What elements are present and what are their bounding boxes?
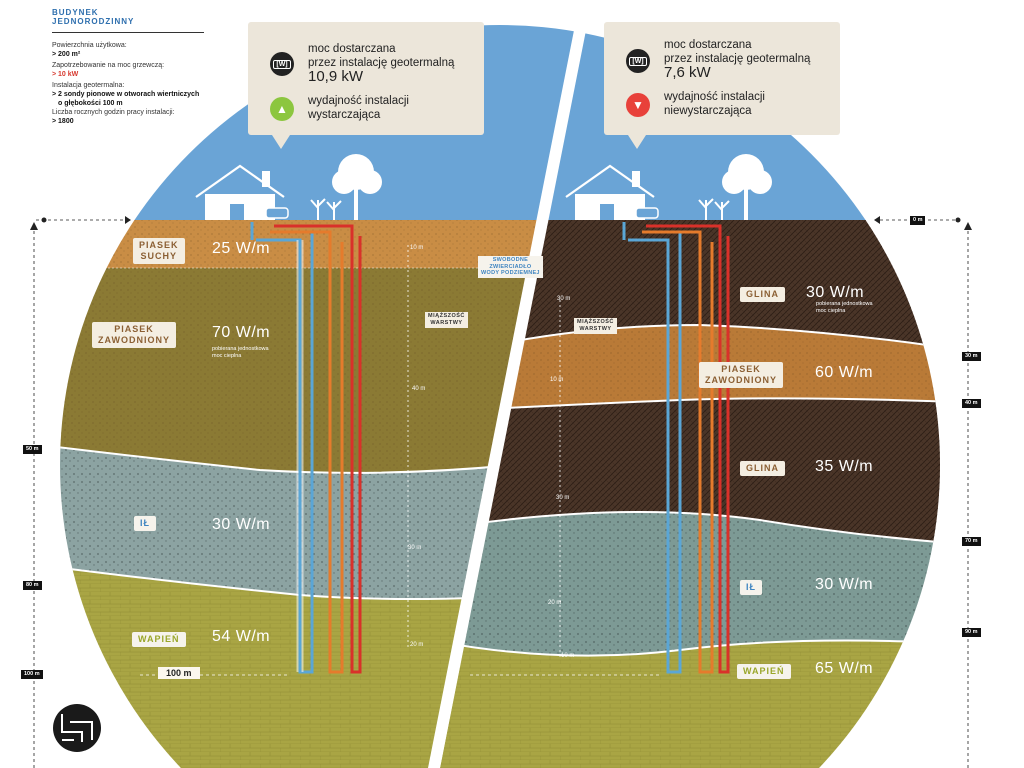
distance-label: 100 m [158, 667, 200, 679]
building-info-panel: BUDYNEK JEDNORODZINNY Powierzchnia użytk… [52, 8, 212, 128]
right-probes [622, 222, 730, 674]
power-clay-top: 30 W/m [806, 284, 865, 301]
power-limestone-right: 65 W/m [815, 660, 874, 677]
power-wet-sand-right: 60 W/m [815, 364, 874, 381]
thumbs-down-icon: ▼ [626, 93, 650, 117]
thickness-mark: 30 m [408, 545, 422, 551]
area-value: > 200 m² [52, 51, 81, 58]
depth-badge: 90 m [962, 628, 981, 637]
right-car-icon [635, 207, 659, 219]
power-icon: [W] [270, 52, 294, 76]
depth-badge: 30 m [962, 352, 981, 361]
layer-tag-dry-sand: PIASEK SUCHY [133, 238, 185, 264]
left-probes [250, 222, 362, 674]
right-power-callout: [W] moc dostarczana przez instalację geo… [604, 22, 840, 149]
hours-label: Liczba rocznych godzin pracy instalacji: [52, 109, 175, 116]
thickness-mark: 40 m [412, 386, 426, 392]
status-text: wydajność instalacji wystarczająca [308, 95, 409, 121]
power-icon: [W] [626, 49, 650, 73]
install-label: Instalacja geotermalna: [52, 82, 125, 89]
power-wet-sand: 70 W/m [212, 324, 271, 341]
demand-value: > 10 kW [52, 71, 79, 78]
layer-tag-clay-mid: GLINA [740, 461, 785, 476]
right-tree-icon [722, 154, 772, 220]
layer-tag-limestone: WAPIEŃ [132, 632, 186, 647]
demand-label: Zapotrzebowanie na moc grzewczą: [52, 62, 165, 69]
layer-tag-clay: IŁ [134, 516, 156, 531]
depth-badge: 40 m [962, 399, 981, 408]
thickness-mark: 10 m [550, 377, 564, 383]
callout-tail [628, 135, 646, 149]
power-clay-mid: 35 W/m [815, 458, 874, 475]
depth-badge: 70 m [962, 537, 981, 546]
depth-badge: 0 m [910, 216, 926, 225]
power-dry-sand: 25 W/m [212, 240, 271, 257]
thickness-mark: 10 m [561, 653, 575, 659]
left-house-icon [195, 164, 285, 220]
left-tree-icon [332, 154, 382, 220]
layer-tag-limestone-right: WAPIEŃ [737, 664, 791, 679]
thickness-label: MIĄŻSZOŚĆ WARSTWY [425, 312, 468, 328]
unit-note: pobierana jednostkowa moc cieplna [816, 301, 873, 314]
power-text: moc dostarczana przez instalację geoterm… [308, 43, 455, 85]
groundwater-label: SWOBODNE ZWIERCIADŁO WODY PODZIEMNEJ [478, 256, 543, 278]
thickness-mark: 20 m [410, 642, 424, 648]
thickness-mark: 30 m [557, 296, 571, 302]
power-clay-right: 30 W/m [815, 576, 874, 593]
unit-note: pobierana jednostkowa moc cieplna [212, 346, 269, 359]
logo-icon [53, 704, 101, 752]
thumbs-up-icon: ▲ [270, 97, 294, 121]
thickness-mark: 30 m [556, 495, 570, 501]
power-text: moc dostarczana przez instalację geoterm… [664, 39, 811, 81]
depth-badge: 50 m [23, 445, 42, 454]
thickness-mark: 20 m [548, 600, 562, 606]
depth-badge: 100 m [21, 670, 43, 679]
right-house-icon [565, 164, 655, 220]
callout-tail [272, 135, 290, 149]
panel-title: BUDYNEK JEDNORODZINNY [52, 8, 135, 26]
thickness-label: MIĄŻSZOŚĆ WARSTWY [574, 318, 617, 334]
left-car-icon [265, 207, 289, 219]
left-power-callout: [W] moc dostarczana przez instalację geo… [248, 22, 484, 149]
install-value: > 2 sondy pionowe w otworach wiertniczyc… [52, 91, 200, 107]
layer-tag-wet-sand-right: PIASEK ZAWODNIONY [699, 362, 783, 388]
layer-tag-wet-sand: PIASEK ZAWODNIONY [92, 322, 176, 348]
status-text: wydajność instalacji niewystarczająca [664, 91, 765, 117]
depth-badge: 80 m [23, 581, 42, 590]
divider-stripe [428, 0, 592, 768]
layer-tag-clay-top: GLINA [740, 287, 785, 302]
area-label: Powierzchnia użytkowa: [52, 42, 127, 49]
layer-tag-clay-right: IŁ [740, 580, 762, 595]
hours-value: > 1800 [52, 118, 74, 125]
power-clay: 30 W/m [212, 516, 271, 533]
left-shrub-icon [310, 198, 342, 220]
power-limestone: 54 W/m [212, 628, 271, 645]
panel-divider [52, 32, 204, 33]
thickness-mark: 10 m [410, 245, 424, 251]
right-shrub-icon [698, 198, 730, 220]
